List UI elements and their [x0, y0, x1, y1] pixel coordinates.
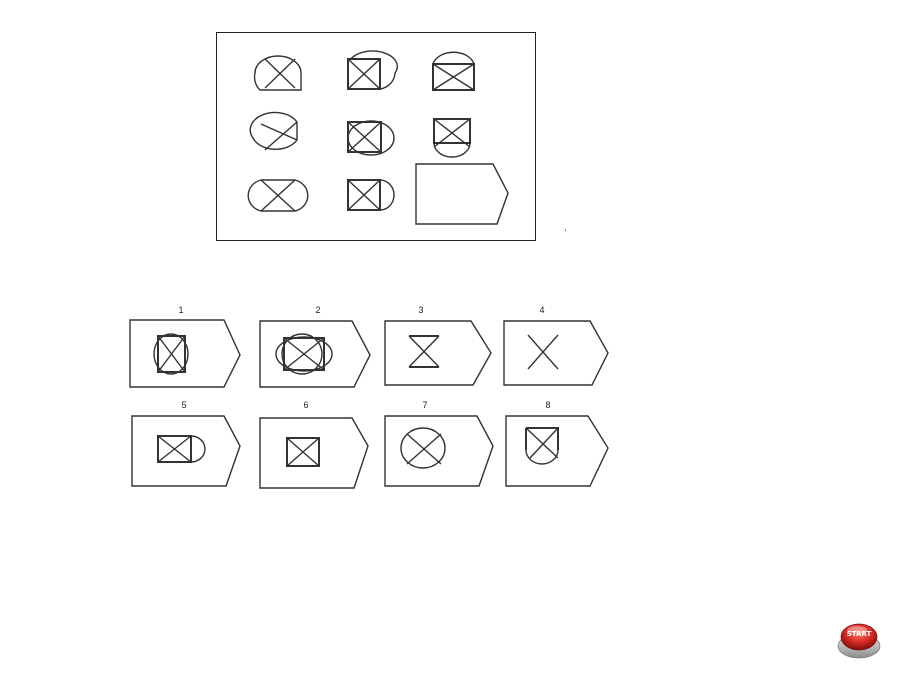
matrix-cell-7 [247, 179, 309, 212]
option-8[interactable]: 8 [504, 400, 614, 488]
option-2-label: 2 [315, 305, 321, 315]
option-4[interactable]: 4 [502, 305, 612, 389]
option-1-label: 1 [178, 305, 184, 315]
option-1-figure [129, 319, 241, 388]
matrix-panel [216, 32, 536, 241]
option-8-label: 8 [545, 400, 551, 410]
matrix-cell-4 [249, 111, 298, 151]
small-dot [565, 229, 566, 231]
option-3-figure [384, 320, 492, 386]
option-1[interactable]: 1 [128, 305, 242, 389]
option-5[interactable]: 5 [130, 400, 244, 488]
option-4-figure [503, 320, 609, 386]
matrix-cell-2 [347, 50, 398, 90]
option-5-label: 5 [181, 400, 187, 410]
matrix-answer-slot [415, 163, 509, 225]
option-7[interactable]: 7 [383, 400, 497, 488]
option-3[interactable]: 3 [383, 305, 497, 389]
start-button-graphic [837, 623, 881, 659]
start-button-label: START [846, 630, 872, 638]
option-8-figure [505, 415, 609, 487]
option-6[interactable]: 6 [258, 400, 372, 490]
option-6-label: 6 [303, 400, 309, 410]
option-4-label: 4 [539, 305, 545, 315]
matrix-cell-5 [347, 120, 395, 156]
option-7-label: 7 [422, 400, 428, 410]
option-5-figure [131, 415, 241, 487]
option-2-figure [259, 320, 371, 388]
matrix-cell-8 [347, 179, 395, 211]
option-3-label: 3 [418, 305, 424, 315]
matrix-cell-3 [432, 51, 475, 91]
option-7-figure [384, 415, 494, 487]
matrix-cell-1 [253, 55, 302, 91]
option-6-figure [259, 417, 369, 489]
start-button[interactable]: START [836, 620, 882, 660]
matrix-cell-6 [433, 118, 471, 158]
option-2[interactable]: 2 [258, 305, 372, 389]
